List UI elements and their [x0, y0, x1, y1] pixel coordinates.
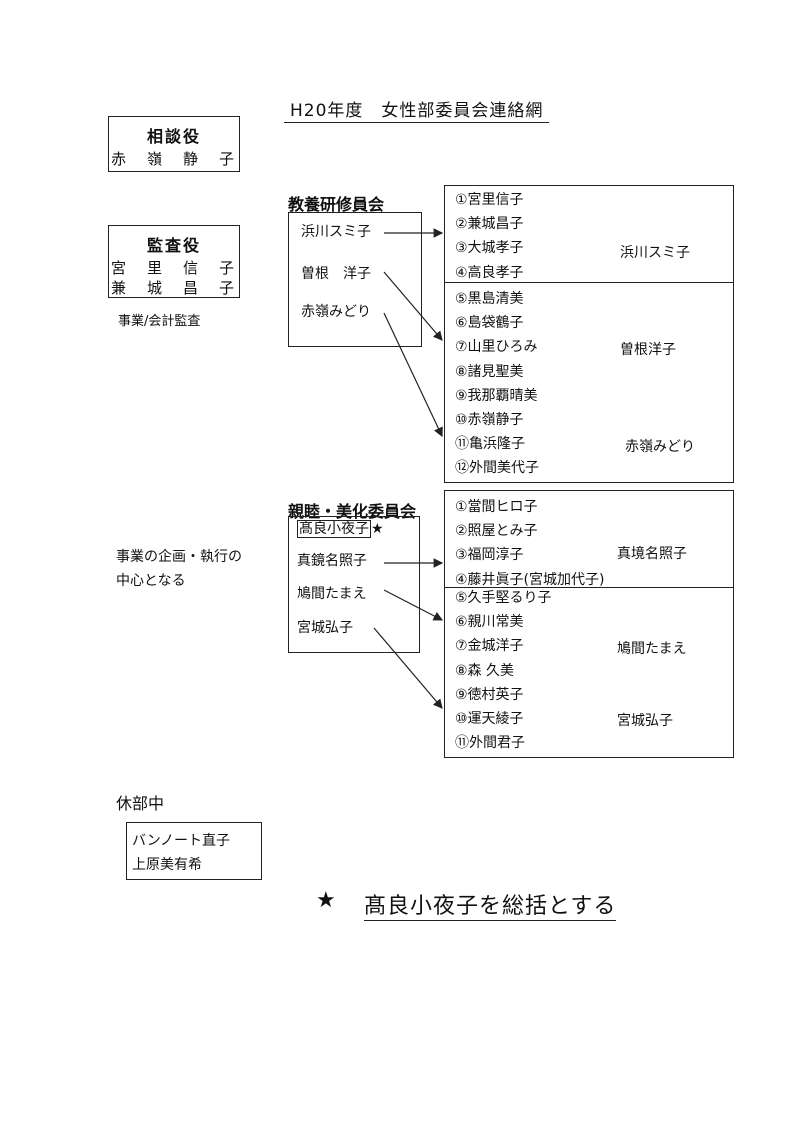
side-note-line: 事業の企画・執行の	[116, 549, 242, 565]
roster-divider	[445, 587, 733, 588]
leave-heading: 休部中	[116, 794, 165, 813]
footer-note: 髙良小夜子を総括とする	[364, 888, 617, 921]
group-lead: 鳩間たまえ	[617, 641, 687, 657]
page-title: H20年度 女性部委員会連絡網	[284, 96, 550, 123]
group-lead: 赤嶺みどり	[625, 439, 695, 455]
star-icon: ★	[371, 521, 384, 537]
arrow-line	[373, 627, 443, 709]
group-lead: 浜川スミ子	[620, 245, 690, 261]
advisor-name: 赤 嶺 静 子	[110, 150, 237, 168]
committee1-member: 浜川スミ子	[301, 224, 371, 240]
roster-entry: ⑧森 久美	[455, 662, 515, 679]
auditor-note: 事業/会計監査	[118, 314, 201, 329]
roster-divider	[445, 282, 733, 283]
roster-entry: ⑥親川常美	[455, 614, 524, 631]
roster-entry: ⑤黒島清美	[455, 291, 524, 307]
committee1-member: 赤嶺みどり	[301, 304, 371, 320]
auditor-name: 兼 城 昌 子	[110, 279, 237, 297]
leave-box: バンノート直子 上原美有希	[126, 822, 262, 880]
roster-entry: ⑩運天綾子	[455, 710, 524, 727]
leave-name: 上原美有希	[132, 857, 202, 873]
roster-entry: ⑤久手堅るり子	[455, 590, 552, 606]
roster-entry: ②照屋とみ子	[455, 523, 538, 540]
roster-entry: ⑥島袋鶴子	[455, 315, 524, 332]
arrow-line	[383, 312, 443, 438]
committee2-member: 鳩間たまえ	[297, 586, 367, 602]
roster-entry: ①當間ヒロ子	[455, 499, 538, 515]
side-note-line: 中心となる	[116, 573, 186, 589]
roster-entry: ⑩赤嶺静子	[455, 411, 524, 428]
roster-entry: ④藤井眞子(宮城加代子)	[455, 571, 605, 588]
roster-entry: ②兼城昌子	[455, 216, 524, 233]
leave-name: バンノート直子	[132, 833, 230, 849]
footer-star-icon: ★	[316, 888, 336, 913]
roster-entry: ③大城孝子	[455, 240, 524, 257]
arrow-line	[383, 271, 443, 341]
roster-entry: ⑦山里ひろみ	[455, 339, 538, 356]
advisor-box: 相談役 赤 嶺 静 子	[108, 116, 240, 172]
roster-entry: ⑪外間君子	[455, 735, 525, 752]
committee1-name: 教養研修員会	[288, 195, 385, 214]
roster-entry: ⑨徳村英子	[455, 686, 524, 703]
roster-entry: ⑧諸見聖美	[455, 363, 524, 380]
advisor-heading: 相談役	[146, 127, 201, 146]
committee2-member-chair: 髙良小夜子★	[297, 518, 384, 538]
committee1-members-box: 浜川スミ子 曽根 洋子 赤嶺みどり	[288, 212, 422, 347]
auditor-box: 監査役 宮 里 信 子 兼 城 昌 子	[108, 225, 240, 298]
roster-entry: ⑪亀浜隆子	[455, 436, 525, 453]
roster-entry: ⑫外間美代子	[455, 460, 539, 477]
roster-entry: ③福岡淳子	[455, 547, 524, 564]
roster-entry: ⑨我那覇晴美	[455, 387, 538, 404]
roster-entry: ④高良孝子	[455, 264, 524, 281]
auditor-name: 宮 里 信 子	[110, 259, 237, 277]
chair-name: 髙良小夜子	[297, 520, 371, 538]
committee1-roster-box: ①宮里信子 ②兼城昌子 ③大城孝子 ④高良孝子 ⑤黒島清美 ⑥島袋鶴子 ⑦山里ひ…	[444, 185, 734, 483]
group-lead: 宮城弘子	[617, 713, 673, 729]
committee2-members-box: 髙良小夜子★ 真鏡名照子 鳩間たまえ 宮城弘子	[288, 516, 420, 653]
committee1-member: 曽根 洋子	[301, 266, 371, 282]
auditor-heading: 監査役	[146, 236, 201, 255]
roster-entry: ①宮里信子	[455, 192, 524, 208]
committee2-member: 宮城弘子	[297, 620, 353, 636]
group-lead: 曽根洋子	[620, 342, 676, 358]
group-lead: 真境名照子	[617, 546, 687, 562]
committee2-member: 真鏡名照子	[297, 553, 367, 569]
roster-entry: ⑦金城洋子	[455, 638, 524, 655]
arrow-line	[383, 589, 444, 621]
committee2-roster-box: ①當間ヒロ子 ②照屋とみ子 ③福岡淳子 ④藤井眞子(宮城加代子) ⑤久手堅るり子…	[444, 490, 734, 758]
